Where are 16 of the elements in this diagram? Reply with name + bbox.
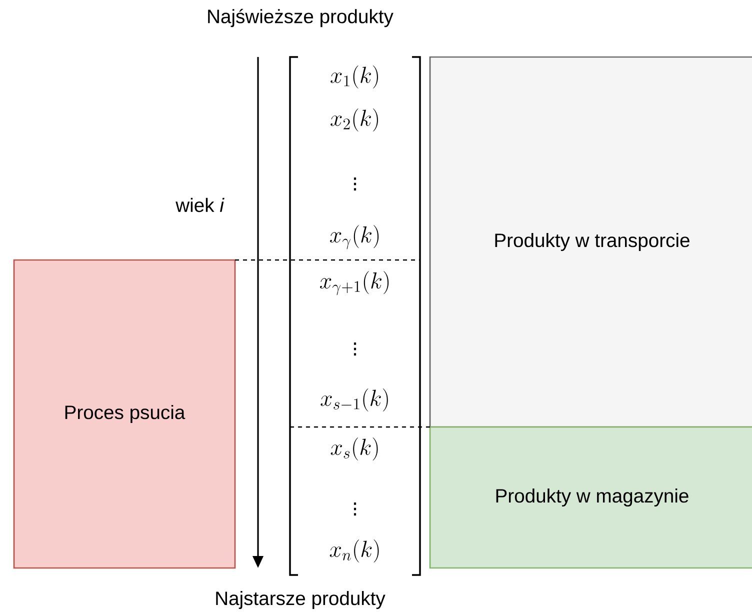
axis-label: Najstarsze produkty <box>216 590 386 609</box>
matrix-entry: $\vdots$ <box>354 342 356 356</box>
matrix-entry: $x_1(k)$ <box>330 66 378 89</box>
matrix-entry: $x_n(k)$ <box>330 540 379 563</box>
matrix-entry: $x_s(k)$ <box>330 438 378 461</box>
matrix-entry: $\vdots$ <box>354 178 356 190</box>
matrix-entry: $x_{\gamma+1}(k)$ <box>320 271 389 296</box>
matrix-entry: $\vdots$ <box>354 502 356 516</box>
box: Produkty w magazynie <box>429 426 752 569</box>
matrix-entry: $x_2(k)$ <box>330 108 378 132</box>
matrix-entry: $x_{s-1}(k)$ <box>320 388 388 412</box>
box: Proces psucia <box>13 259 236 569</box>
box: Produkty w transporcie <box>429 56 752 428</box>
matrix-entry: $x_\gamma(k)$ <box>330 225 379 250</box>
axis-label: Najświeższe produkty <box>208 8 394 28</box>
axis-label: wiek i <box>176 198 224 212</box>
